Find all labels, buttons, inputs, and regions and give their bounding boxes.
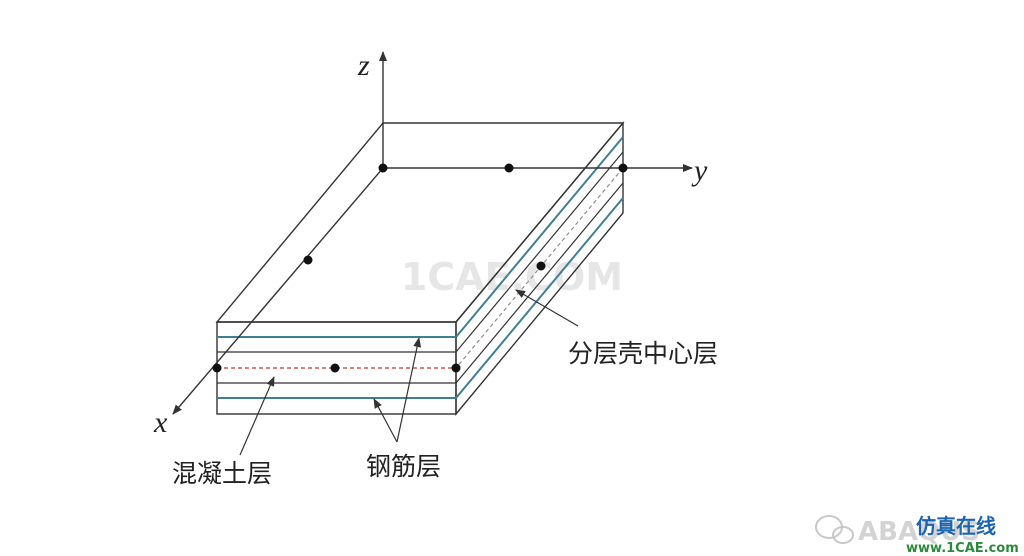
watermark-site-cn: 仿真在线 xyxy=(916,514,996,538)
side-rebar-line-bottom xyxy=(455,197,624,399)
z-axis-label: z xyxy=(357,49,370,82)
wechat-icon xyxy=(815,515,854,544)
center-layer-label: 分层壳中心层 xyxy=(568,339,718,368)
node-front-corner xyxy=(451,363,461,373)
watermark-center: 1CAE.COM xyxy=(401,255,623,299)
y-axis-label: y xyxy=(691,154,708,187)
rebar-layer-label: 钢筋层 xyxy=(366,452,441,481)
side-rebar-line-top xyxy=(455,136,624,338)
node-front-mid xyxy=(330,363,340,373)
watermark-site-url: www.1CAE.com xyxy=(906,541,1019,556)
x-axis-label: x xyxy=(153,406,168,439)
node-mid-x xyxy=(303,255,313,265)
side-concrete-line-2 xyxy=(455,182,624,384)
rebar-leader-bottom xyxy=(373,398,398,443)
rebar-leader-top xyxy=(396,337,422,443)
concrete-layer-leader xyxy=(239,376,275,456)
center-layer-leader xyxy=(515,289,579,327)
node-origin xyxy=(378,163,388,173)
watermark-abaqus: ABAQUS xyxy=(858,517,980,547)
node-side-mid xyxy=(536,261,546,271)
node-corner-y xyxy=(618,163,628,173)
concrete-layer-label: 混凝土层 xyxy=(172,459,272,488)
side-concrete-line-1 xyxy=(455,151,624,353)
node-mid-y xyxy=(504,163,514,173)
side-center-line xyxy=(455,167,624,369)
node-corner-x xyxy=(212,363,222,373)
x-axis xyxy=(172,167,384,415)
